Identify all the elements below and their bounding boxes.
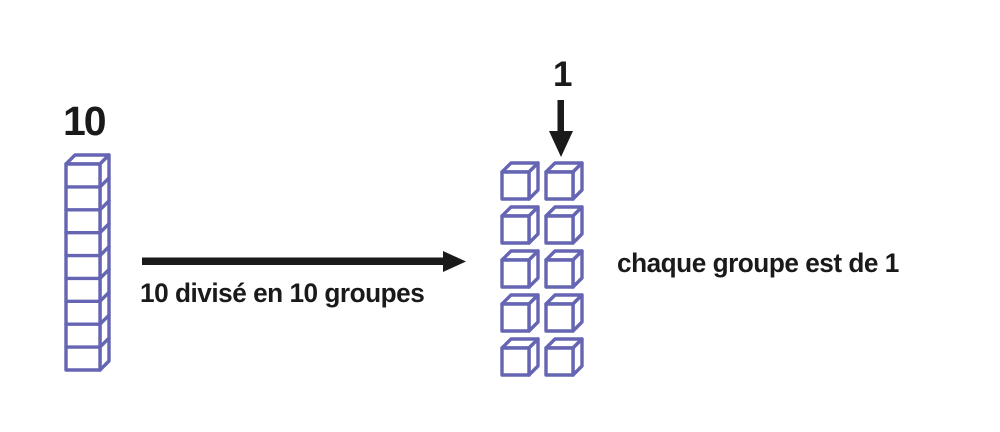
base-ten-unit-cube-icon — [544, 337, 584, 377]
division-caption: 10 divisé en 10 groupes — [140, 278, 425, 308]
result-caption: chaque groupe est de 1 — [617, 248, 899, 278]
base-ten-unit-cube-icon — [500, 205, 540, 245]
arrow-down-icon — [549, 100, 573, 157]
base-ten-unit-cube-icon — [544, 293, 584, 333]
tens-rod-value-label: 10 — [63, 98, 107, 144]
base-ten-unit-cube-icon — [544, 249, 584, 289]
base-ten-unit-cube-icon — [500, 337, 540, 377]
base-ten-unit-cube-icon — [500, 249, 540, 289]
arrow-right-icon — [142, 251, 466, 272]
base-ten-unit-cube-icon — [500, 293, 540, 333]
ones-value-label: 1 — [553, 55, 572, 94]
base-ten-unit-cube-icon — [500, 161, 540, 201]
base-ten-unit-cube-icon — [544, 161, 584, 201]
base-ten-unit-cube-icon — [544, 205, 584, 245]
